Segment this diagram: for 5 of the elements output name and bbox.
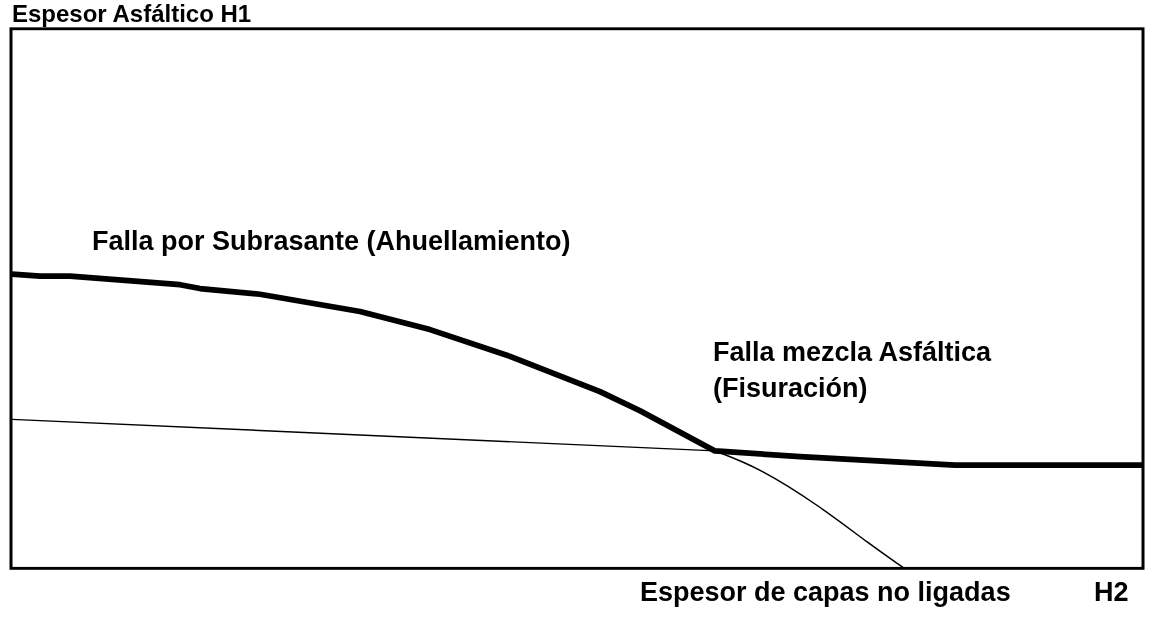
axis-title: Espesor de capas no ligadas: [640, 576, 1011, 609]
axis-title: Espesor Asfáltico H1: [12, 0, 252, 29]
curve-label: Falla mezcla Asfáltica (Fisuración): [713, 336, 993, 406]
axis-title: H2: [1094, 576, 1129, 609]
curve-label: Falla por Subrasante (Ahuellamiento): [92, 225, 571, 258]
